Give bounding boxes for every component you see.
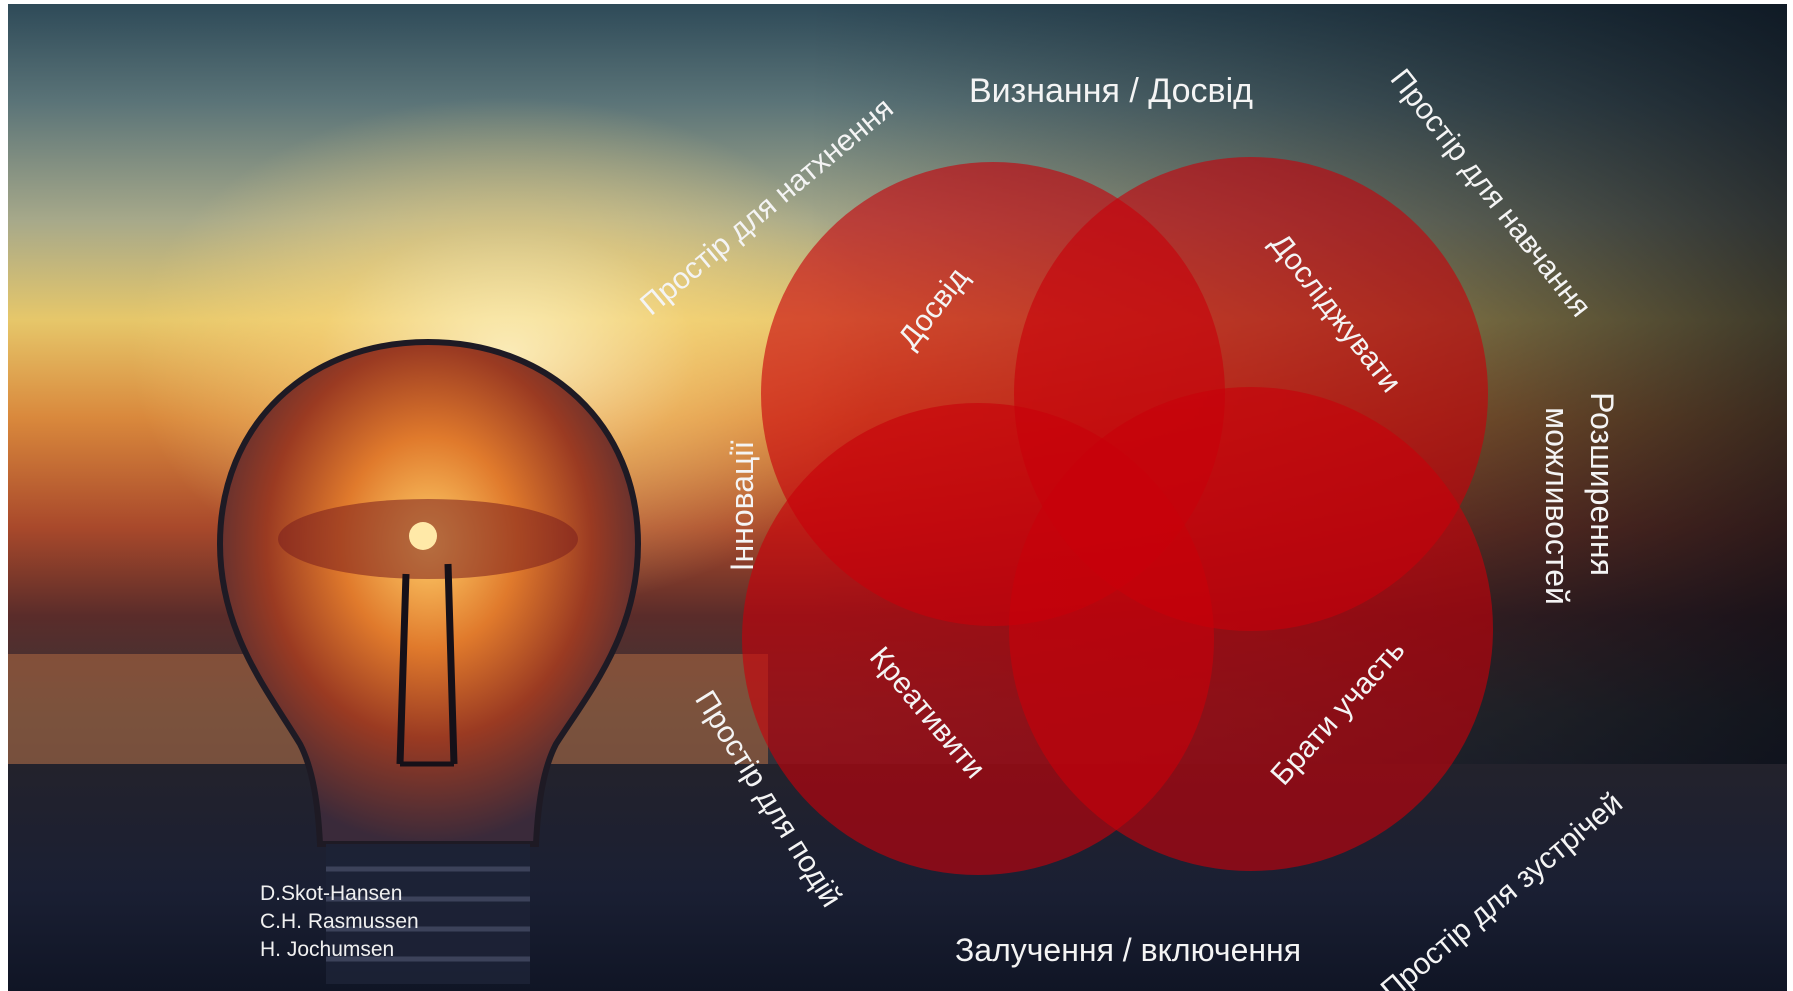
label-involvement: Залучення / включення — [955, 932, 1301, 968]
label-meeting-space: Простір для зустрічей — [1375, 786, 1629, 991]
label-innovation: Інновації — [724, 440, 760, 571]
credit-author-3: H. Jochumsen — [260, 938, 395, 961]
label-empowerment-1: Розширення — [1584, 392, 1620, 576]
label-empowerment-2: можливостей — [1539, 407, 1575, 605]
credit-author-2: C.H. Rasmussen — [260, 910, 419, 933]
light-bulb-icon — [216, 338, 642, 984]
circle-participate — [1009, 387, 1493, 871]
label-recognition: Визнання / Досвід — [969, 72, 1253, 110]
venn-circles — [742, 157, 1493, 875]
slide-background: Визнання / Досвід Простір для натхнення … — [8, 4, 1787, 991]
credit-author-1: D.Skot-Hansen — [260, 882, 403, 905]
diagram-canvas: Визнання / Досвід Простір для натхнення … — [8, 63, 1629, 991]
